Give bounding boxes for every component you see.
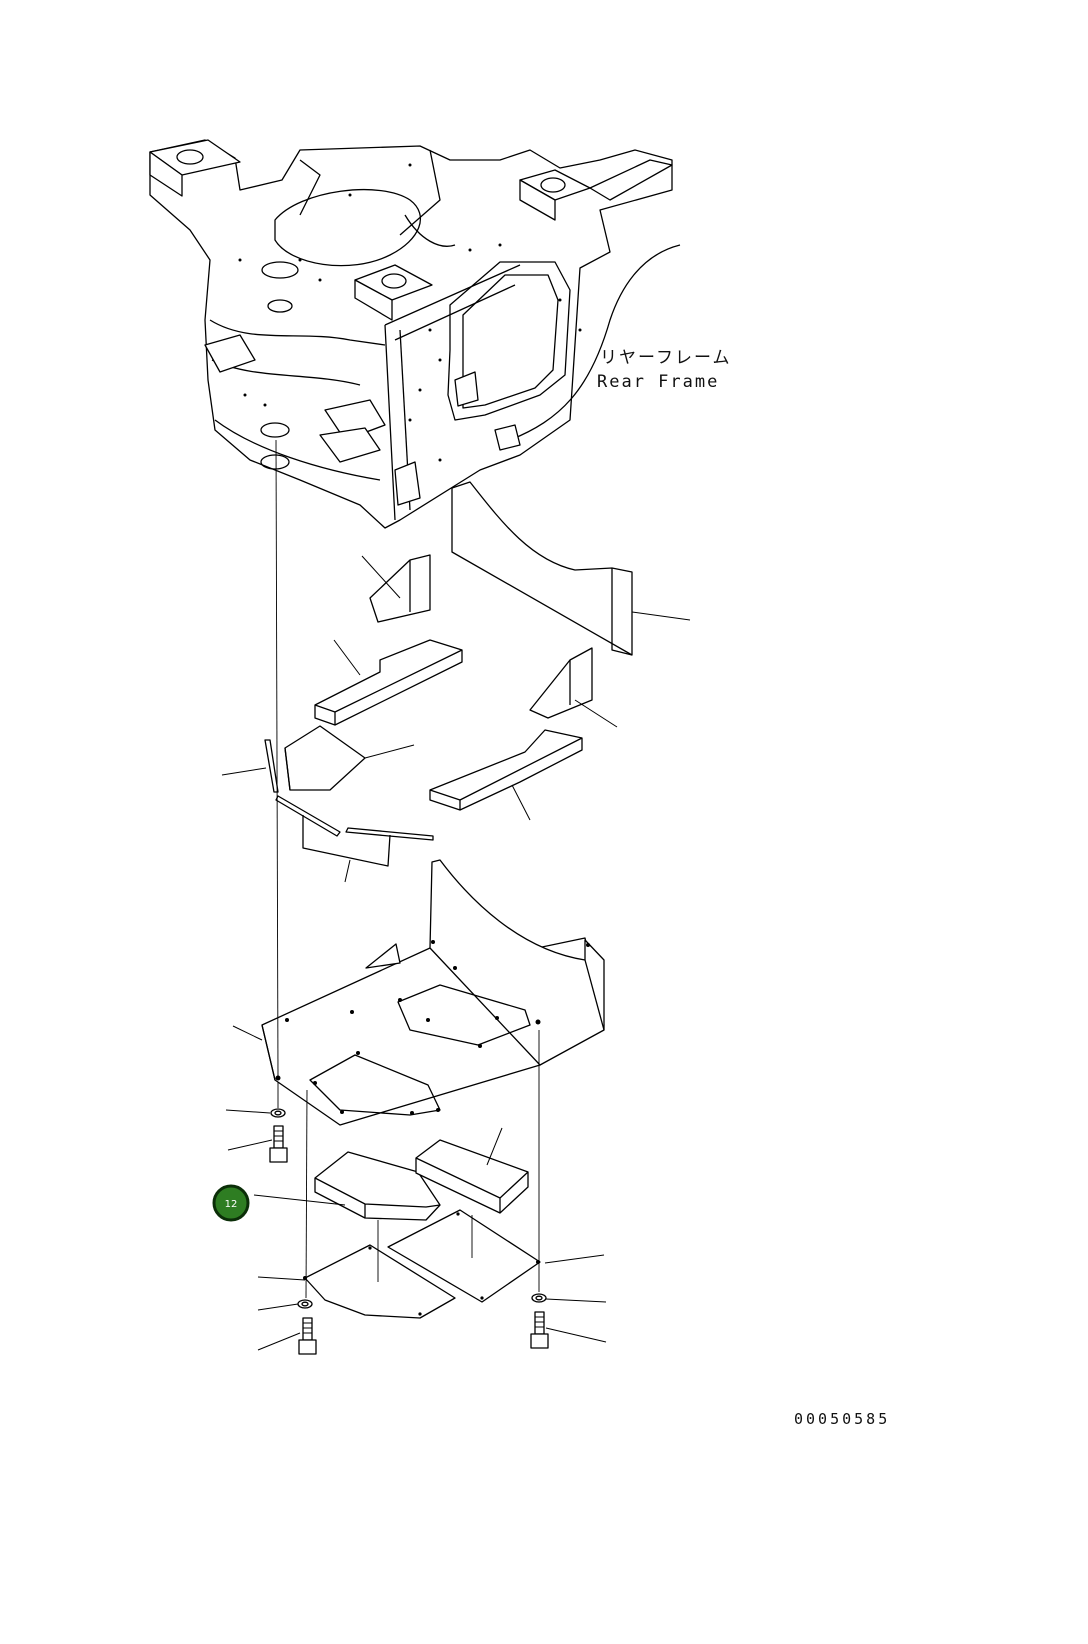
flat-pad-left [284,725,415,791]
washer-upper-left [225,1108,286,1118]
rear-frame [149,139,681,529]
bolt-upper-left [227,1125,288,1163]
alignment-lines [275,439,540,1299]
callout-number: 12 [225,1199,238,1210]
wedge-block-top [361,554,431,623]
lower-pad-right [415,1127,529,1214]
frame-label-english: Rear Frame [597,372,719,392]
frame-label-japanese: リヤーフレーム [600,348,731,368]
lower-cover-plates [257,1209,605,1319]
bolt-lower-left [257,1317,317,1355]
washer-lower-right [531,1293,607,1303]
washer-lower-left [257,1299,313,1311]
callout-badge-12[interactable]: 12 [212,1184,250,1222]
lower-pad-left [253,1151,441,1221]
drawing-number: 00050585 [794,1410,890,1428]
wedge-block-right [529,647,618,728]
under-cover-plate [232,859,605,1126]
long-block-1 [314,639,463,726]
bolt-lower-right [530,1311,607,1349]
large-curved-panel [451,481,691,656]
long-block-2 [429,729,583,821]
seal-strip-set [221,739,434,883]
